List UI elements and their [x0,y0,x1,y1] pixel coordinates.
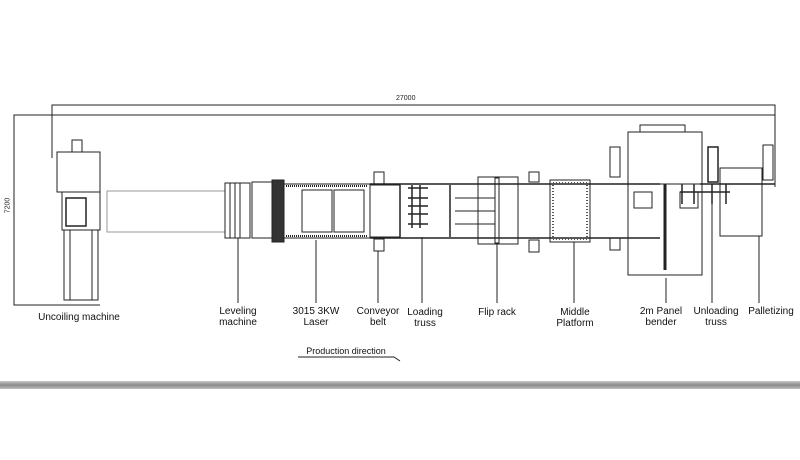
label-line: truss [414,318,436,329]
bottom-band [0,381,800,389]
label-palletizing: Palletizing [748,306,794,317]
label-line: truss [705,317,727,328]
label-line: Laser [303,317,329,328]
label-flip-rack: Flip rack [478,307,516,318]
uncoiling-machine [56,139,101,301]
palletizing [719,144,774,237]
label-line: Leveling [219,306,257,317]
label-line: Conveyor [356,306,400,317]
middle-platform [528,171,591,253]
main-rails [370,183,660,239]
panel-bender [609,124,703,276]
label-line: Unloading [693,306,739,317]
label-line: belt [369,317,387,328]
label-line: Platform [556,318,594,329]
leader-lines [237,204,760,303]
label-line: Loading [407,307,443,318]
production-direction-arrow [298,356,401,362]
label-line: machine [219,317,257,328]
label-uncoiling: Uncoiling machine [38,312,120,323]
label-line: bender [645,317,677,328]
production-direction-label: Production direction [306,346,386,356]
label-line: Middle [560,307,590,318]
loading-truss [399,185,451,237]
label-line: 3015 3KW [292,306,340,317]
feed-strip [106,190,226,233]
flip-rack [455,176,519,245]
laser-machine [251,179,371,243]
leveling-machine [224,182,251,239]
unloading-truss [680,146,775,204]
dimension-lines [13,104,776,306]
length-dimension: 27000 [396,95,416,102]
width-dimension: 7200 [4,197,12,214]
label-line: 2m Panel [639,306,683,317]
